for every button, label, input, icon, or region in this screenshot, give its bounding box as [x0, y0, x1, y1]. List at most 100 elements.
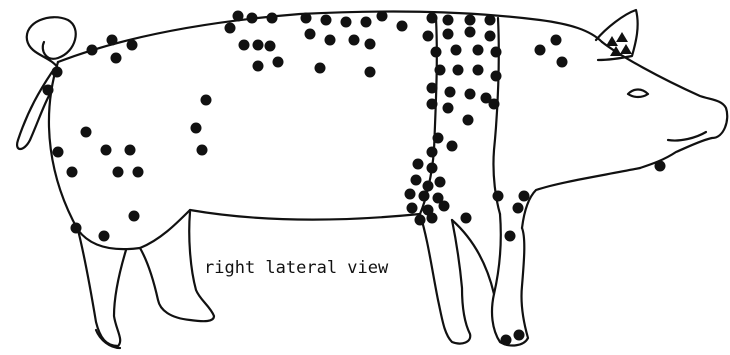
spot-mark [505, 231, 516, 242]
spot-mark [465, 27, 476, 38]
spot-mark [443, 15, 454, 26]
tail [17, 72, 52, 149]
spot-mark [127, 40, 138, 51]
spot-mark [253, 40, 264, 51]
tail-curl [27, 17, 76, 68]
spot-mark [465, 15, 476, 26]
ear-triangles [606, 32, 632, 56]
spot-mark [443, 29, 454, 40]
spot-mark [247, 13, 258, 24]
spot-mark [397, 21, 408, 32]
spot-mark [201, 95, 212, 106]
spot-mark [501, 335, 512, 346]
spot-mark [405, 189, 416, 200]
spot-mark [301, 13, 312, 24]
spot-mark [439, 201, 450, 212]
spot-mark [473, 45, 484, 56]
spot-mark [415, 215, 426, 226]
spot-mark [485, 15, 496, 26]
spot-mark [433, 133, 444, 144]
spot-mark [191, 123, 202, 134]
spot-mark [493, 191, 504, 202]
spot-mark [557, 57, 568, 68]
belly-outline [190, 210, 420, 220]
spot-mark [491, 71, 502, 82]
spot-mark [427, 147, 438, 158]
spot-mark [473, 65, 484, 76]
spot-mark [43, 85, 54, 96]
spot-mark [463, 115, 474, 126]
spot-mark [129, 211, 140, 222]
spot-mark [365, 67, 376, 78]
spot-mark [427, 163, 438, 174]
ham-outline [49, 62, 190, 249]
spot-mark [101, 145, 112, 156]
spot-mark [491, 47, 502, 58]
spot-mark [81, 127, 92, 138]
spot-mark [197, 145, 208, 156]
spot-mark [233, 11, 244, 22]
spot-mark [451, 45, 462, 56]
spot-mark [265, 41, 276, 52]
spot-mark [535, 45, 546, 56]
spot-mark [423, 181, 434, 192]
spot-mark [431, 47, 442, 58]
spot-mark [321, 15, 332, 26]
spot-mark [67, 167, 78, 178]
spot-mark [273, 57, 284, 68]
spot-marks [43, 11, 666, 346]
spot-mark [427, 99, 438, 110]
spot-mark [341, 17, 352, 28]
spot-mark [465, 89, 476, 100]
spot-mark [427, 13, 438, 24]
view-caption: right lateral view [204, 258, 388, 278]
spot-mark [239, 40, 250, 51]
spot-mark [655, 161, 666, 172]
spot-mark [551, 35, 562, 46]
spot-mark [413, 159, 424, 170]
spot-mark [427, 213, 438, 224]
hind-leg-far [140, 212, 214, 321]
spot-mark [411, 175, 422, 186]
spot-mark [125, 145, 136, 156]
spot-mark [447, 141, 458, 152]
spot-mark [225, 23, 236, 34]
spot-mark [489, 99, 500, 110]
spot-mark [349, 35, 360, 46]
spot-mark [365, 39, 376, 50]
spot-mark [485, 31, 496, 42]
chest-outline [522, 168, 640, 228]
eye [628, 90, 648, 98]
spot-mark [423, 31, 434, 42]
spot-mark [315, 63, 326, 74]
spot-mark [71, 223, 82, 234]
spot-mark [99, 231, 110, 242]
spot-mark [107, 35, 118, 46]
spot-mark [111, 53, 122, 64]
spot-mark [427, 83, 438, 94]
spot-mark [407, 203, 418, 214]
spot-mark [325, 35, 336, 46]
spot-mark [267, 13, 278, 24]
spot-mark [133, 167, 144, 178]
spot-mark [443, 103, 454, 114]
spot-mark [87, 45, 98, 56]
spot-mark [461, 213, 472, 224]
spot-mark [419, 191, 430, 202]
spot-mark [513, 203, 524, 214]
spot-mark [305, 29, 316, 40]
spot-mark [519, 191, 530, 202]
spot-mark [377, 11, 388, 22]
spot-mark [253, 61, 264, 72]
spot-mark [113, 167, 124, 178]
spot-mark [514, 330, 525, 341]
spot-mark [52, 67, 63, 78]
spot-mark [53, 147, 64, 158]
front-leg-far [420, 214, 470, 344]
head-outline [602, 42, 727, 168]
spot-mark [445, 87, 456, 98]
spot-mark [361, 17, 372, 28]
spot-mark [453, 65, 464, 76]
spot-mark [435, 177, 446, 188]
